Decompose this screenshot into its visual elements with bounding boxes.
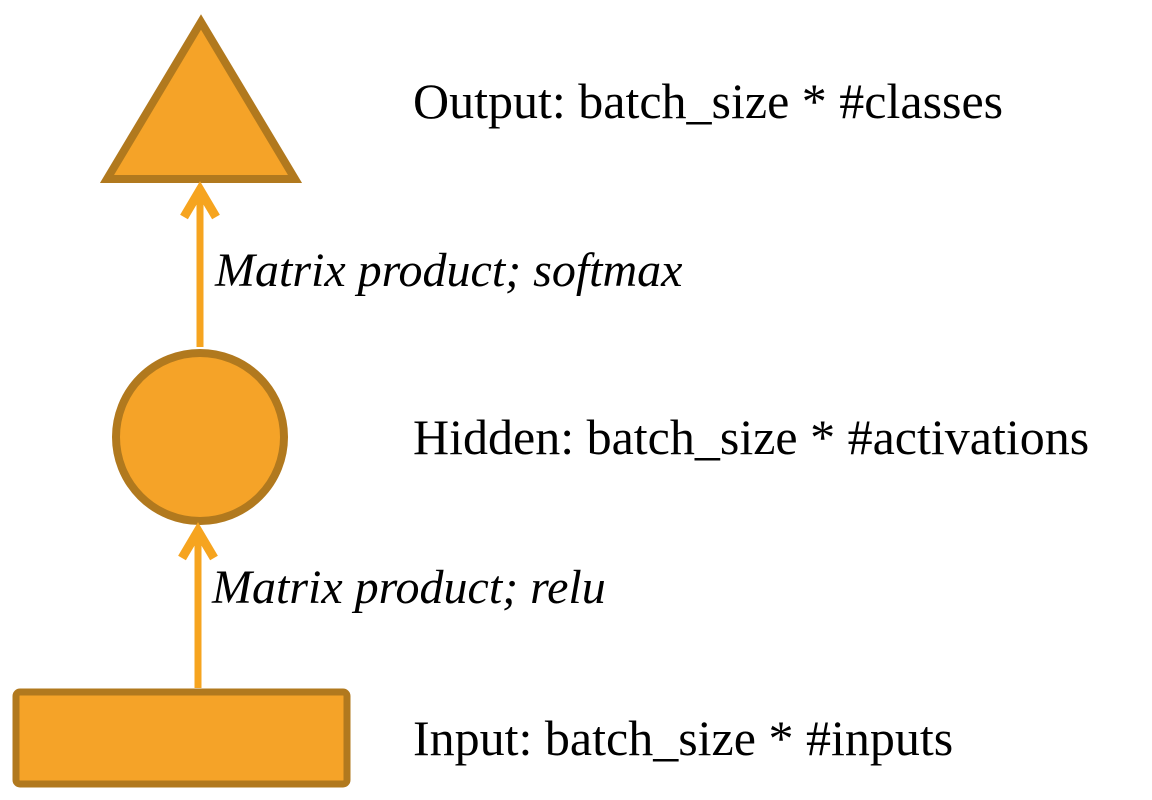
softmax-edge-label: Matrix product; softmax bbox=[215, 244, 683, 297]
softmax-arrow bbox=[180, 181, 220, 347]
relu-arrow bbox=[178, 522, 218, 688]
hidden-circle-shape bbox=[112, 349, 288, 525]
hidden-layer-label: Hidden: batch_size * #activations bbox=[413, 409, 1090, 465]
input-rectangle-shape bbox=[12, 688, 351, 788]
output-triangle-shape bbox=[99, 14, 303, 183]
relu-edge-label: Matrix product; relu bbox=[212, 561, 606, 614]
output-layer-label: Output: batch_size * #classes bbox=[413, 73, 1004, 129]
softmax-arrowhead-icon bbox=[180, 181, 220, 220]
relu-arrowhead-icon bbox=[178, 522, 218, 561]
input-layer-label: Input: batch_size * #inputs bbox=[413, 710, 954, 766]
